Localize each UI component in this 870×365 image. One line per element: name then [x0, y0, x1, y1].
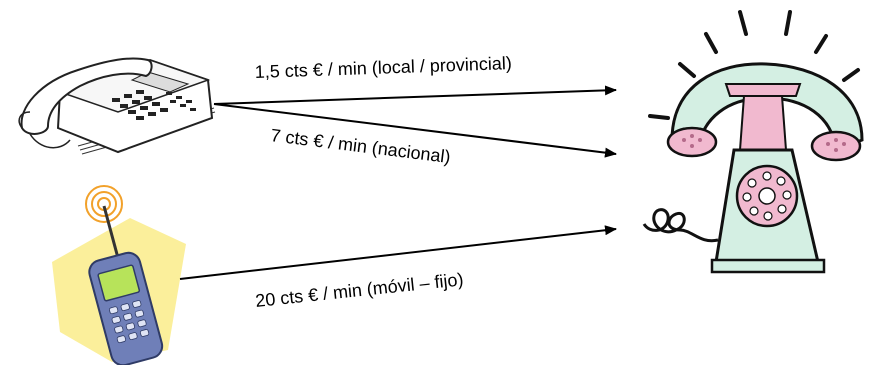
retro-phone-icon [642, 10, 864, 274]
rate-mobile-label: 20 cts € / min (móvil – fijo) [254, 269, 464, 311]
arrow-national [213, 103, 617, 158]
rate-national-label: 7 cts € / min (nacional) [270, 125, 452, 167]
rate-local-label: 1,5 cts € / min (local / provincial) [254, 53, 512, 82]
desk-phone-icon [18, 57, 216, 155]
arrow-local [213, 85, 617, 105]
mobile-phone-icon [52, 185, 186, 365]
arrow-mobile [179, 225, 617, 280]
rate-arrows [179, 85, 617, 280]
